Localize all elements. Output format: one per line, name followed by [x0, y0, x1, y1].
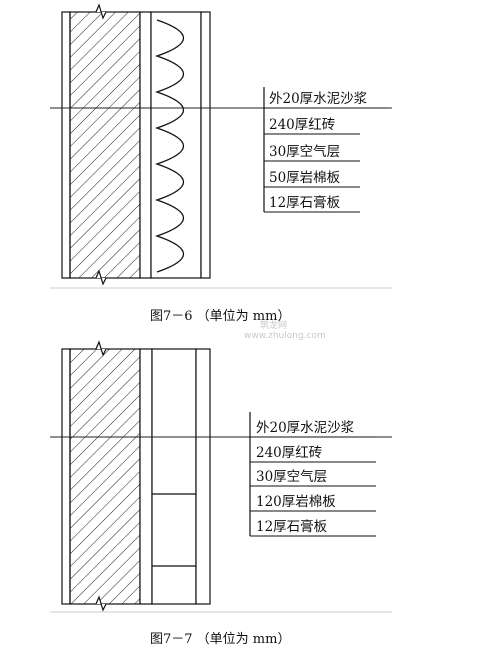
air-gap-layer [139, 11, 152, 279]
plaster-layer [61, 11, 71, 279]
layer-label: 外20厚水泥沙浆 [269, 91, 368, 107]
watermark-logo: 筑龙网 [260, 321, 288, 331]
layer-label: 30厚空气层 [256, 469, 327, 485]
rock-wool-wave [154, 19, 185, 273]
layer-label: 30厚空气层 [269, 144, 340, 160]
brick-layer [69, 11, 141, 279]
break-mark-top [95, 340, 107, 357]
figure-caption: 图7－7 （单位为 mm） [150, 632, 291, 647]
brick-layer [69, 348, 141, 605]
break-mark-bottom [95, 269, 107, 286]
figure-caption: 图7－6 （单位为 mm） [150, 309, 291, 324]
layer-label: 12厚石膏板 [269, 194, 341, 211]
figure-7-7: 外20厚水泥沙浆 240厚红砖 30厚空气层 120厚岩棉板 12厚石膏板 [50, 340, 392, 613]
layer-label: 外20厚水泥沙浆 [256, 420, 355, 436]
figure-7-6: 外20厚水泥沙浆 240厚红砖 30厚空气层 50厚岩棉板 12厚石膏板 [50, 3, 392, 289]
break-mark-bottom [95, 595, 107, 612]
layer-label: 12厚石膏板 [256, 518, 328, 535]
gypsum-board-layer [200, 11, 211, 279]
rock-wool-layer [151, 348, 197, 605]
watermark-url: www.zhulong.com [244, 331, 326, 341]
air-gap-layer [139, 348, 153, 605]
layer-label: 50厚岩棉板 [269, 170, 341, 186]
break-mark-top [95, 3, 107, 20]
layer-label: 240厚红砖 [269, 117, 335, 133]
layer-label: 240厚红砖 [256, 445, 322, 461]
gypsum-board-layer [195, 348, 211, 605]
plaster-layer [61, 348, 71, 605]
rock-wool-layer [150, 11, 202, 279]
layer-label: 120厚岩棉板 [256, 494, 336, 510]
